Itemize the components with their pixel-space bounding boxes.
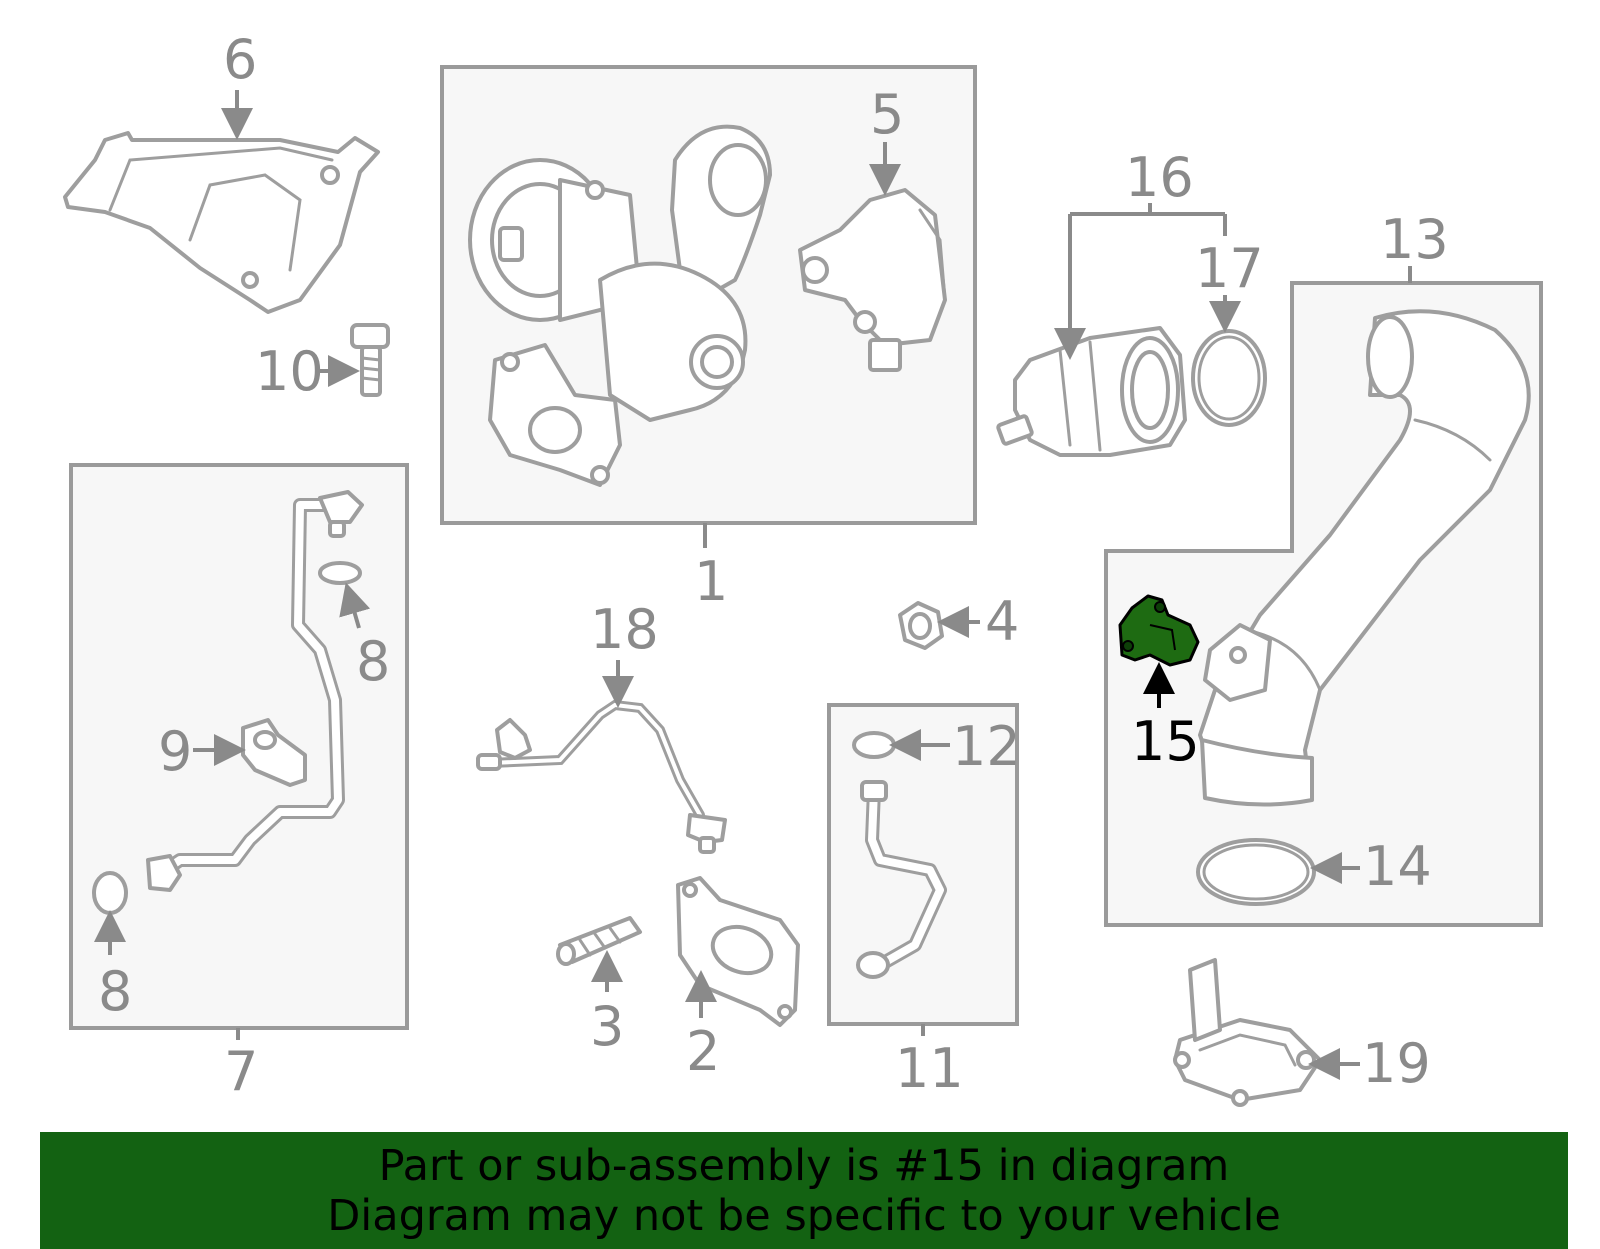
part-1-turbocharger <box>468 124 772 487</box>
part-4-nut <box>898 601 944 650</box>
part-14-o-ring <box>1196 838 1316 906</box>
part-15-sensor <box>1118 594 1200 667</box>
part-7-pipe <box>146 490 364 892</box>
part-8-washer-upper <box>318 561 362 585</box>
leader-16-17-bracket <box>1054 203 1227 360</box>
callout-14: 14 <box>1363 835 1432 898</box>
part-19-bracket <box>1173 958 1322 1107</box>
part-16-inlet-pipe <box>996 326 1187 457</box>
callout-19: 19 <box>1362 1032 1431 1095</box>
banner-line-1: Part or sub-assembly is #15 in diagram <box>378 1140 1230 1191</box>
callout-18: 18 <box>590 598 659 661</box>
callout-10: 10 <box>255 340 324 403</box>
part-8-washer-lower <box>92 871 128 915</box>
callout-2: 2 <box>686 1020 720 1083</box>
part-17-o-ring-inner <box>1197 335 1261 421</box>
banner-line-2: Diagram may not be specific to your vehi… <box>327 1190 1281 1241</box>
callout-1: 1 <box>694 550 728 613</box>
group-box-7 <box>69 463 409 1030</box>
callout-8-upper: 8 <box>356 630 390 693</box>
callout-3: 3 <box>590 995 624 1058</box>
part-12-o-ring <box>852 731 896 759</box>
callout-13: 13 <box>1380 208 1449 271</box>
part-6-heat-shield <box>63 131 380 314</box>
callout-5: 5 <box>870 83 904 146</box>
callout-7: 7 <box>224 1040 258 1103</box>
callout-12: 12 <box>952 715 1021 778</box>
callout-15: 15 <box>1131 710 1200 773</box>
part-10-bolt <box>350 323 390 397</box>
callout-4: 4 <box>985 590 1019 653</box>
callout-9: 9 <box>158 720 192 783</box>
part-18-pipe <box>476 699 727 854</box>
part-14-o-ring-inner <box>1202 843 1310 901</box>
part-17-o-ring <box>1191 329 1267 427</box>
info-banner: Part or sub-assembly is #15 in diagram D… <box>40 1132 1568 1249</box>
callout-11: 11 <box>895 1037 964 1100</box>
part-3-stud <box>556 916 642 966</box>
callout-16: 16 <box>1125 146 1194 209</box>
part-2-gasket <box>676 876 800 1027</box>
callout-17: 17 <box>1195 237 1264 300</box>
part-13-intake-hose <box>1198 309 1531 807</box>
part-9-bracket <box>241 718 307 787</box>
leader-8a <box>339 582 371 629</box>
part-11-pipe <box>856 780 947 979</box>
callout-6: 6 <box>223 28 257 91</box>
callout-8-lower: 8 <box>98 960 132 1023</box>
